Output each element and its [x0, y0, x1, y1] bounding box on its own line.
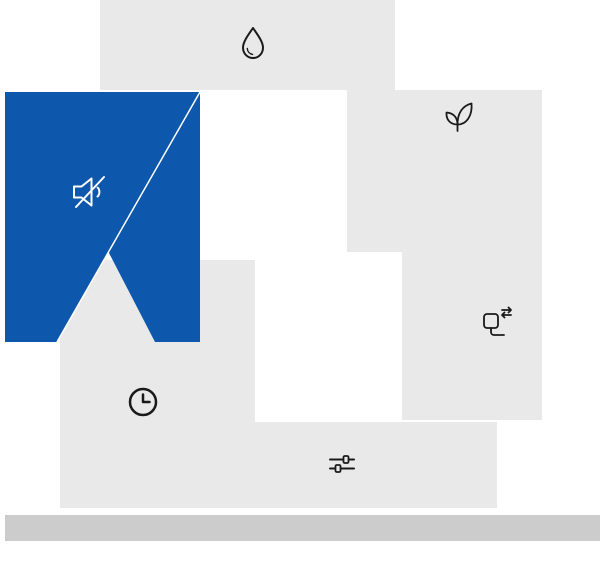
water-drop-icon[interactable]: [236, 25, 270, 59]
plug-sync-icon[interactable]: [477, 302, 517, 342]
sliders-icon[interactable]: [325, 447, 359, 481]
volume-mute-icon[interactable]: [66, 170, 114, 214]
ribbon-shape: [5, 92, 200, 342]
accent-ribbon-banner: [5, 92, 200, 342]
panel-plug-sync: [402, 252, 542, 420]
leaf-icon[interactable]: [438, 98, 476, 136]
panel-leaf: [347, 90, 542, 252]
panel-sliders: [200, 422, 497, 508]
bottom-bar: [5, 515, 600, 541]
panel-water-drop: [100, 0, 395, 90]
clock-icon[interactable]: [125, 384, 161, 420]
